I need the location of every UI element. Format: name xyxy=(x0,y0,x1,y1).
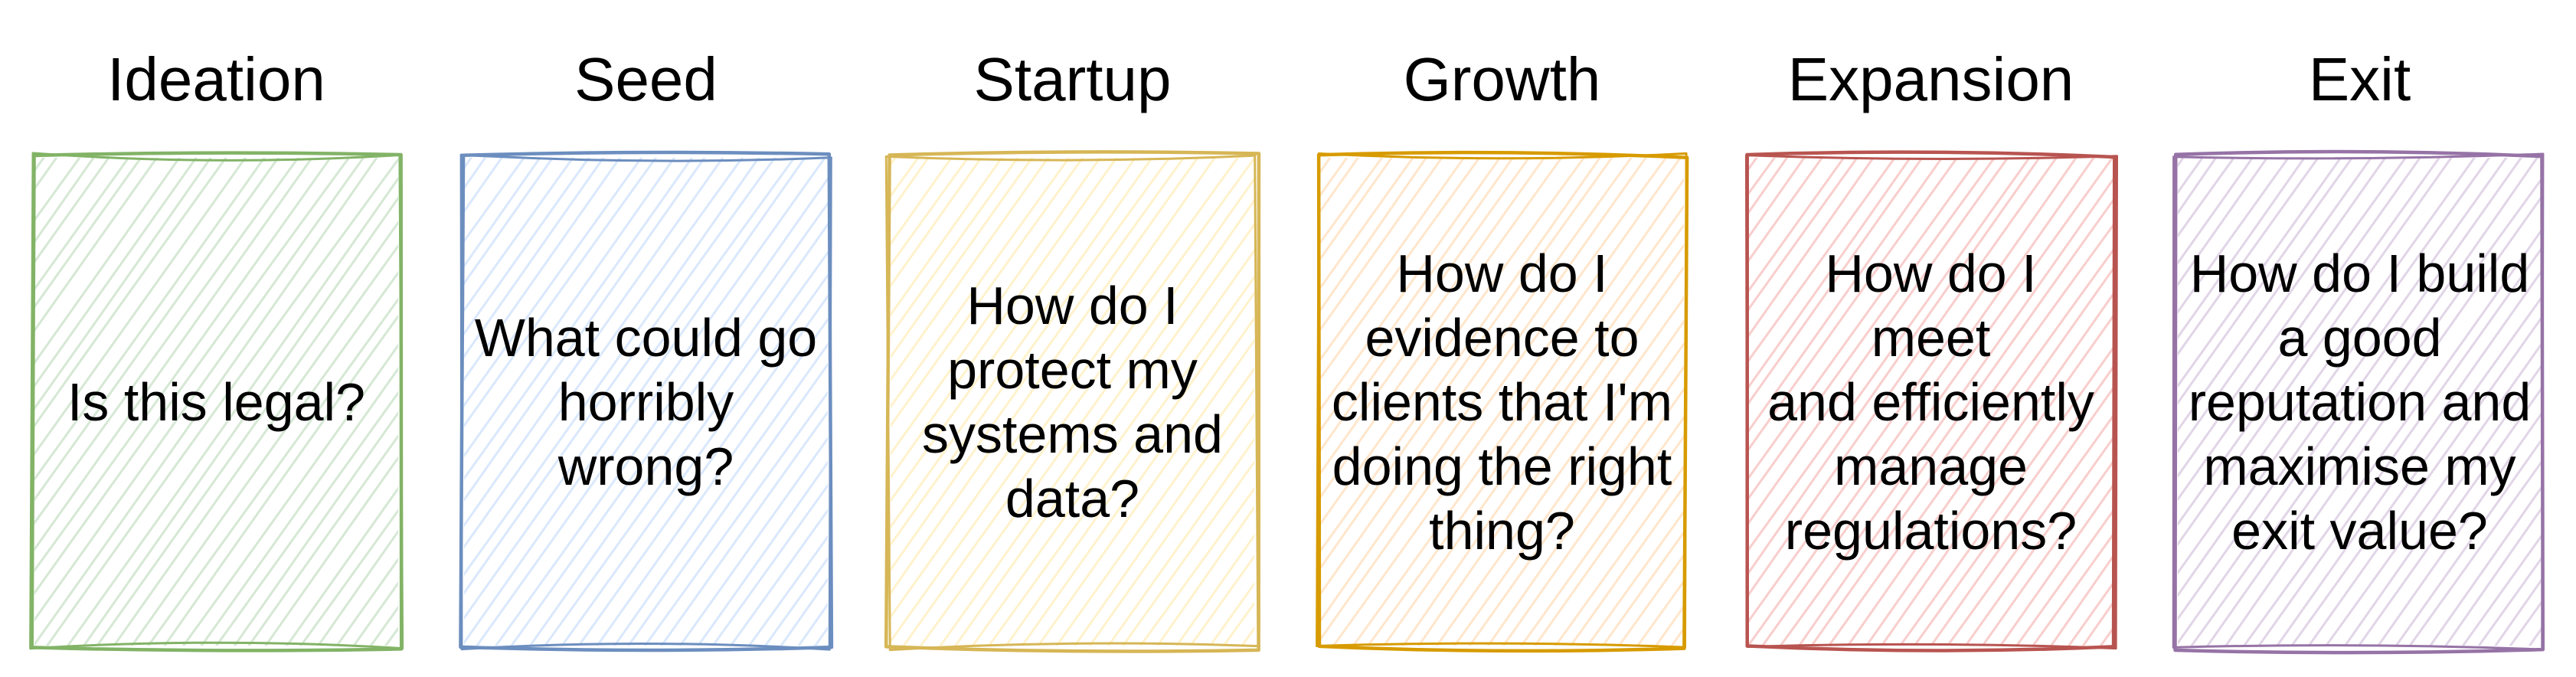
sketch-box-graphic xyxy=(1744,150,2119,652)
question-line: a good xyxy=(2277,307,2442,368)
stage-question: How do I build a good reputation and max… xyxy=(2188,155,2532,648)
stage-box: How do I evidence to clients that I'm do… xyxy=(1316,150,1689,653)
stage-question: How do I evidence to clients that I'm do… xyxy=(1330,155,1674,648)
question-line: and efficiently xyxy=(1767,371,2094,432)
question-line: reputation and xyxy=(2188,371,2532,432)
question-line: How do I xyxy=(1396,243,1608,303)
question-line: evidence to xyxy=(1365,307,1639,368)
hatch-fill xyxy=(464,158,828,646)
question-line: wrong? xyxy=(557,436,734,496)
question-line: regulations? xyxy=(1784,500,2077,561)
box-border xyxy=(1745,150,2117,652)
box-border xyxy=(459,150,834,652)
stage-exit: Exit How do I build a good reputation an… xyxy=(2172,0,2545,677)
sketch-box-graphic xyxy=(2172,149,2545,655)
hatch-fill xyxy=(34,158,398,646)
question-line: systems and xyxy=(922,404,1223,464)
question-line: data? xyxy=(1005,468,1140,528)
stage-box: How do I protect my systems and data? xyxy=(884,150,1261,653)
sketch-box-graphic xyxy=(1316,150,1689,653)
question-line: maximise my xyxy=(2203,436,2516,496)
stage-question: How do I protect my systems and data? xyxy=(901,155,1244,648)
stage-growth: Growth How do I evidence to clients that… xyxy=(1316,0,1689,677)
question-line: What could go xyxy=(474,307,818,368)
stage-title: Growth xyxy=(1403,45,1601,113)
question-line: clients that I'm xyxy=(1331,371,1673,432)
hatch-fill xyxy=(2178,158,2542,646)
stage-title: Startup xyxy=(973,45,1172,113)
question-line: horribly xyxy=(557,371,734,432)
question-line: How do I xyxy=(966,275,1178,335)
stage-box: What could go horribly wrong? xyxy=(459,150,834,652)
stage-seed: Seed What could go horribly wrong? xyxy=(459,0,834,677)
box-border xyxy=(2172,152,2545,651)
box-border xyxy=(1316,150,1689,653)
question-line: How do I meet xyxy=(1825,243,2037,368)
stage-ideation: Ideation Is this legal? xyxy=(29,0,404,677)
stage-box: How do I build a good reputation and max… xyxy=(2172,149,2545,655)
stage-question: What could go horribly wrong? xyxy=(474,155,818,648)
question-line: protect my xyxy=(947,339,1198,400)
hatch-fill xyxy=(1320,158,1684,646)
stage-question: Is this legal? xyxy=(44,155,388,648)
stage-title: Seed xyxy=(574,45,718,113)
box-border xyxy=(29,152,404,650)
question-line: Is this legal? xyxy=(67,371,366,432)
question-line: manage xyxy=(1834,436,2028,496)
box-border xyxy=(1744,154,2119,650)
box-border xyxy=(884,150,1261,653)
sketch-box-graphic xyxy=(884,150,1261,653)
box-border xyxy=(884,154,1260,652)
sketch-box-graphic xyxy=(29,151,404,652)
question-line: How do I build xyxy=(2189,243,2530,303)
sketch-box-graphic xyxy=(459,150,834,652)
box-border xyxy=(459,153,832,651)
stage-title: Expansion xyxy=(1787,45,2074,113)
stage-title: Ideation xyxy=(107,45,325,113)
stage-startup: Startup How do I protect my systems and … xyxy=(884,0,1261,677)
question-line: exit value? xyxy=(2231,500,2488,561)
question-line: thing? xyxy=(1429,500,1575,561)
stage-title: Exit xyxy=(2308,45,2411,113)
hatch-fill xyxy=(891,158,1254,646)
stage-box: Is this legal? xyxy=(29,151,404,652)
box-border xyxy=(1316,152,1688,649)
question-line: doing the right xyxy=(1332,436,1672,496)
hatch-fill xyxy=(1749,158,2113,646)
stage-box: How do I meet and efficiently manage reg… xyxy=(1744,150,2119,652)
stage-question: How do I meet and efficiently manage reg… xyxy=(1759,155,2103,648)
stage-expansion: Expansion How do I meet and efficiently … xyxy=(1744,0,2119,677)
